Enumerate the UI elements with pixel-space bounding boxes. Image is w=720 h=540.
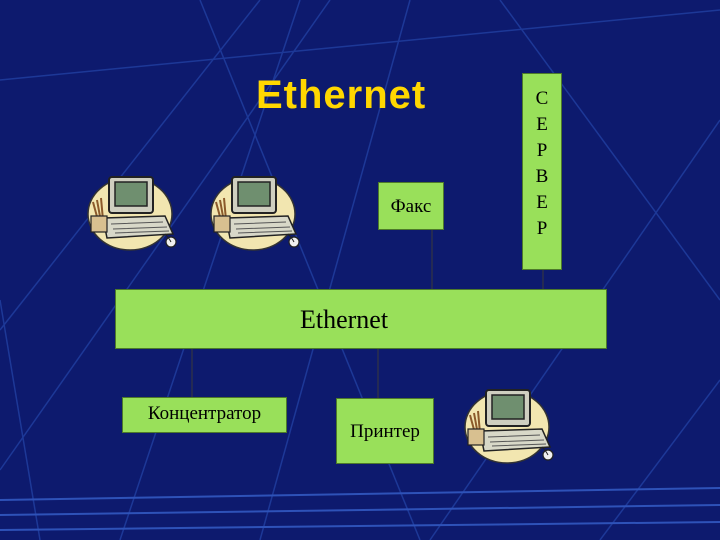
server-letter: Р (536, 140, 548, 161)
hub-box: Концентратор (122, 397, 287, 433)
computer-icon (464, 389, 554, 464)
server-letter: Р (536, 218, 548, 239)
server-box: С Е Р В Е Р (522, 73, 562, 270)
server-letter: Е (536, 114, 548, 135)
server-letter: С (535, 88, 549, 109)
fax-box: Факс (378, 182, 444, 230)
computer-icon (210, 176, 300, 251)
server-letter: Е (536, 192, 548, 213)
page-title: Ethernet (256, 73, 427, 117)
server-letter: В (535, 166, 549, 187)
ethernet-bus (115, 289, 607, 349)
computer-icon (87, 176, 177, 251)
printer-box: Принтер (336, 398, 434, 464)
ethernet-bus-label: Ethernet (300, 305, 389, 334)
